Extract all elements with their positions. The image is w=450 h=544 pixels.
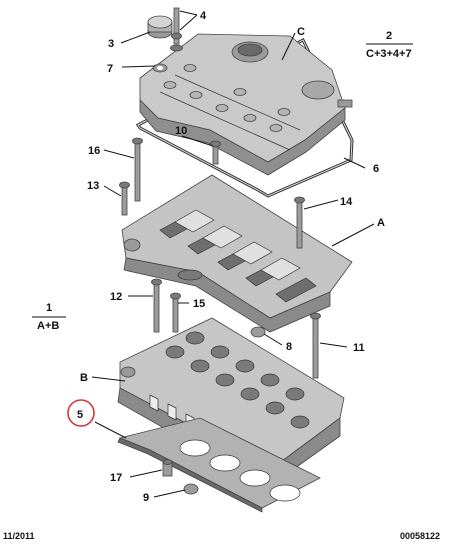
callout-2-sub: C+3+4+7 [366, 48, 412, 60]
callout-5: 5 [77, 409, 83, 421]
callout-1: 1 [46, 302, 52, 314]
callout-14: 14 [340, 196, 353, 208]
callout-labels: 4 3 7 C 2 C+3+4+7 10 16 6 13 14 A 12 15 … [37, 10, 412, 504]
callout-15: 15 [193, 298, 205, 310]
callout-c: C [297, 26, 305, 38]
callout-b: B [80, 372, 88, 384]
camshaft-carrier [121, 174, 353, 333]
callout-9: 9 [143, 492, 149, 504]
callout-1-sub: A+B [37, 320, 59, 332]
footer-reference: 00058122 [400, 531, 440, 541]
callout-12: 12 [110, 291, 122, 303]
callout-10: 10 [175, 125, 187, 137]
callout-2: 2 [386, 30, 392, 42]
callout-11: 11 [353, 342, 365, 354]
callout-16: 16 [88, 145, 100, 157]
callout-4: 4 [200, 10, 207, 22]
callout-17: 17 [110, 472, 122, 484]
callout-3: 3 [108, 38, 114, 50]
callout-8: 8 [286, 341, 292, 353]
head-gasket [117, 417, 321, 513]
callout-7: 7 [107, 63, 113, 75]
callout-13: 13 [87, 180, 99, 192]
callout-6: 6 [373, 163, 379, 175]
valve-cover [135, 7, 354, 198]
callout-a: A [377, 217, 385, 229]
highlight-circle [67, 399, 95, 427]
small-parts [119, 137, 321, 495]
leader-lines [32, 10, 413, 498]
footer-date: 11/2011 [3, 531, 35, 541]
